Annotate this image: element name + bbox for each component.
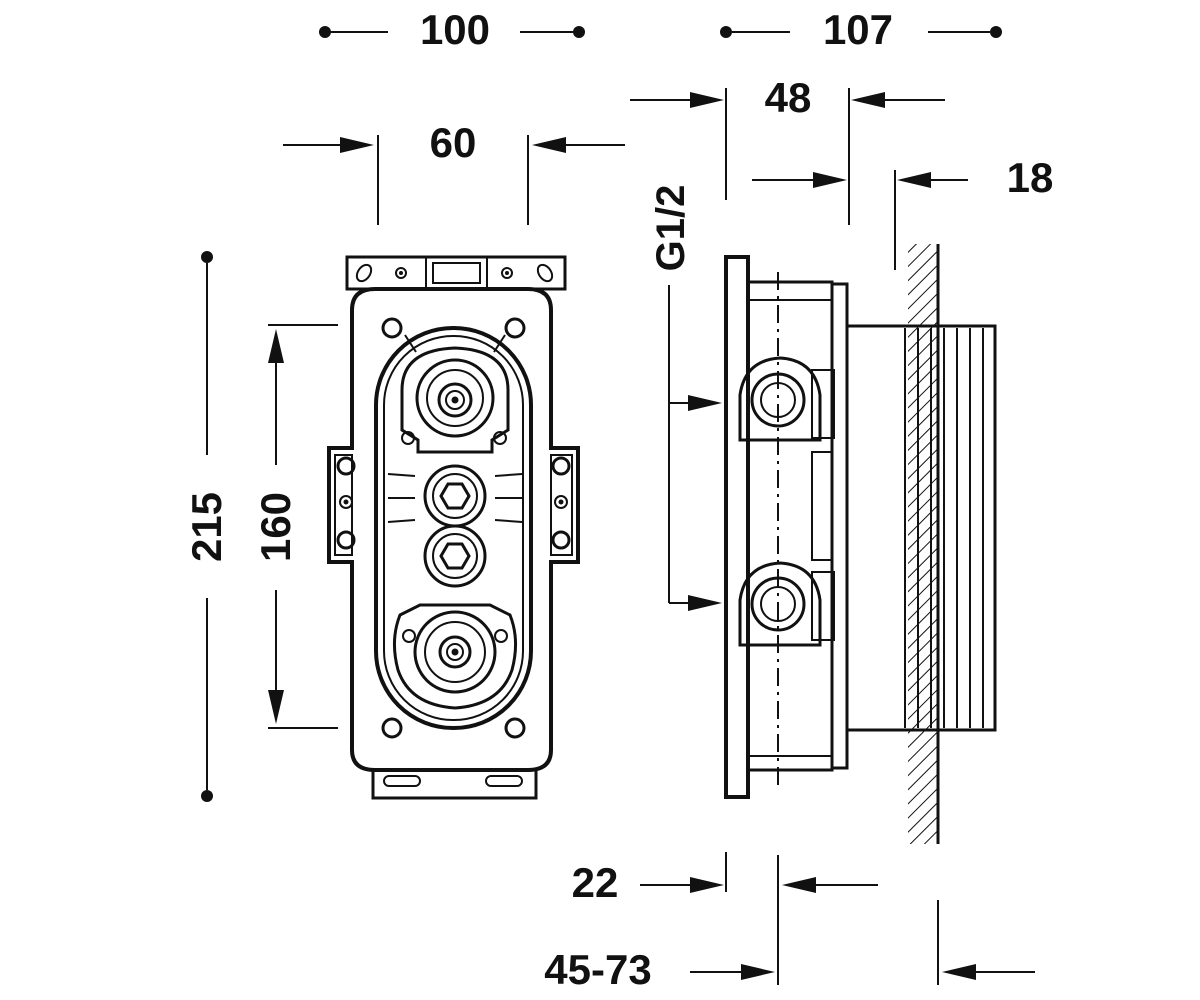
dim-wall-offset-label: 18 bbox=[1007, 154, 1054, 201]
dim-install-range-label: 45-73 bbox=[544, 946, 651, 993]
front-view bbox=[327, 255, 580, 800]
dim-install-range: 45-73 bbox=[544, 900, 1035, 993]
dim-thread-label: G1/2 bbox=[649, 185, 693, 272]
dim-overall-width-label: 100 bbox=[420, 6, 490, 53]
dim-side-depth: 107 bbox=[720, 6, 1002, 53]
dim-side-depth-label: 107 bbox=[823, 6, 893, 53]
dim-bracket-width: 60 bbox=[283, 119, 625, 225]
dim-body-depth: 48 bbox=[630, 74, 945, 225]
dim-body-depth-label: 48 bbox=[765, 74, 812, 121]
dim-overall-height: 215 bbox=[183, 251, 230, 802]
dim-inlet-offset: 22 bbox=[572, 852, 878, 985]
dim-wall-offset: 18 bbox=[752, 154, 1053, 270]
dim-inlet-offset-label: 22 bbox=[572, 859, 619, 906]
dim-overall-width: 100 bbox=[319, 6, 585, 53]
dim-overall-height-label: 215 bbox=[183, 492, 230, 562]
dim-bracket-width-label: 60 bbox=[430, 119, 477, 166]
side-view: G1/2 bbox=[649, 185, 997, 844]
dim-fixing-height: 160 bbox=[252, 324, 338, 729]
dim-fixing-height-label: 160 bbox=[252, 492, 299, 562]
